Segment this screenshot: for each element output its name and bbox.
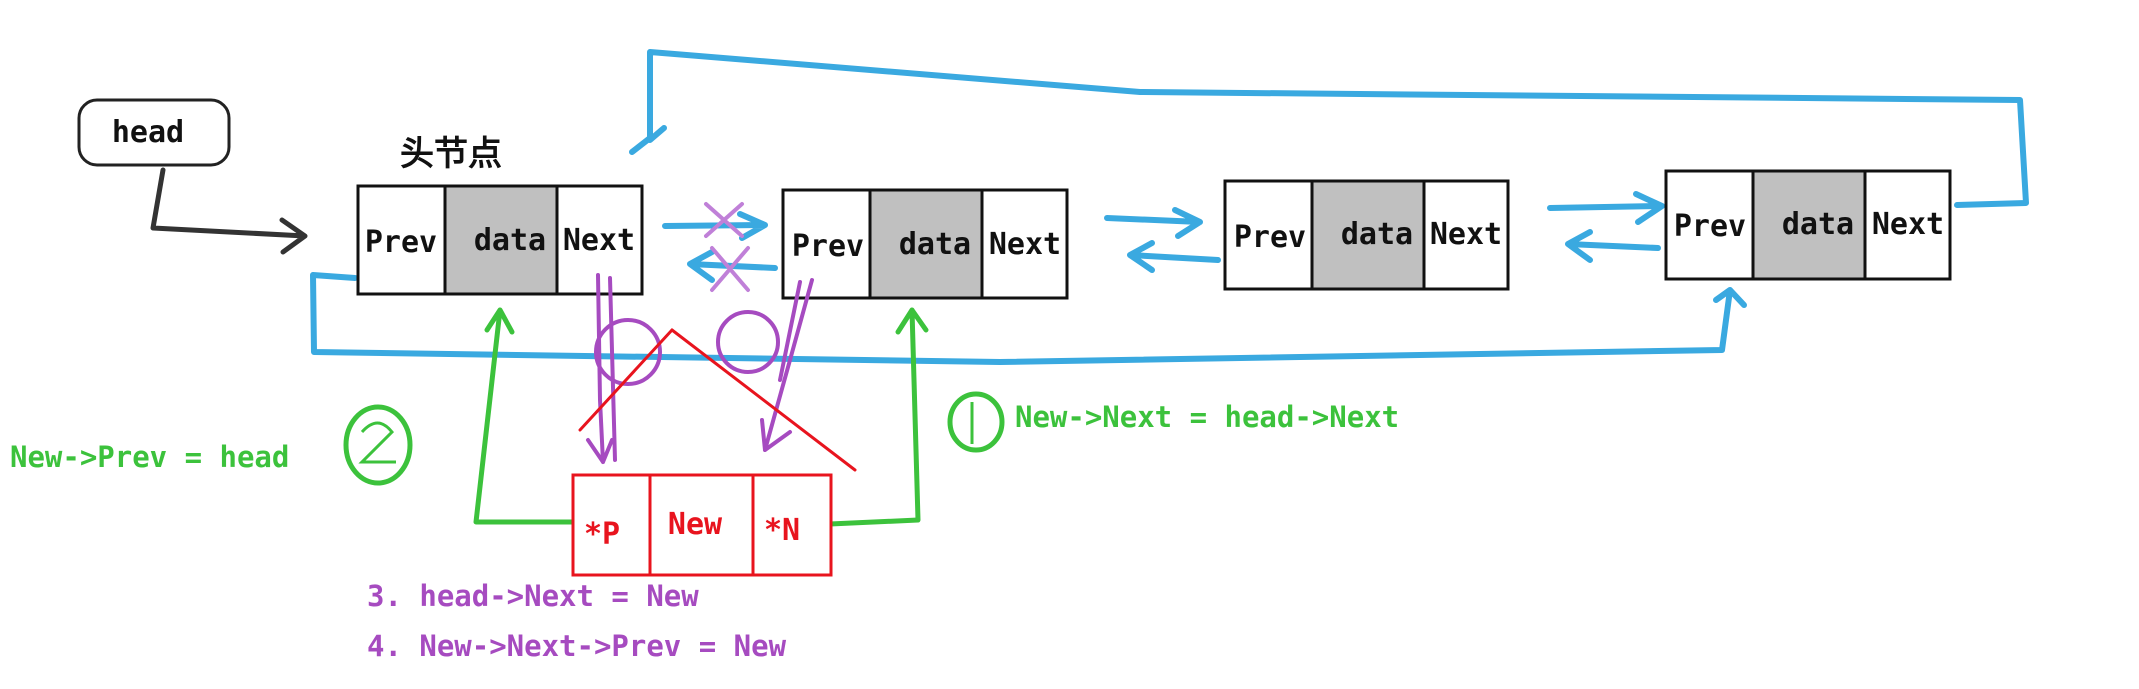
prev-label: Prev: [365, 225, 437, 260]
cross-mark-back: [710, 246, 750, 292]
step3-annotation: 3. head->Next = New: [367, 579, 699, 613]
new-next-arrow: [827, 307, 929, 527]
prev-cell: [356, 184, 447, 296]
red-strike-right: [670, 328, 857, 472]
data-label: data: [899, 227, 971, 262]
next-cell: [1422, 179, 1510, 291]
next-label: Next: [1872, 207, 1944, 242]
next-label: Next: [563, 223, 635, 258]
new-n-label: *N: [764, 513, 800, 548]
next-cell: [980, 188, 1069, 300]
removed-link-marks: [704, 202, 750, 292]
prev-cell: [1223, 179, 1314, 291]
new-n-cell: [751, 473, 833, 577]
next-cell: [1863, 169, 1952, 281]
data-label: data: [1782, 207, 1854, 242]
prev-cell: [1664, 169, 1755, 281]
arrow-n3-n4-fwd: [1547, 191, 1665, 225]
step3-arrow-shadow: [608, 276, 617, 462]
green-links: [343, 307, 1005, 527]
new-node: *P New *N: [571, 473, 833, 577]
prev-label: Prev: [1674, 209, 1746, 244]
head-to-tail-link: [310, 272, 1747, 365]
digit-2-mark: [358, 421, 396, 464]
step4-annotation: 4. New->Next->Prev = New: [367, 629, 787, 663]
data-cell: [443, 184, 559, 296]
green-step-digits: [358, 402, 974, 464]
step1-circle-mark: [947, 391, 1005, 453]
data-cell: [1751, 169, 1867, 281]
new-name-label: New: [668, 507, 723, 542]
step4-arrow-shadow: [778, 280, 802, 382]
head-pointer: head: [77, 98, 308, 255]
data-label: data: [474, 223, 546, 258]
next-label: Next: [989, 227, 1061, 262]
purple-steps: [586, 273, 814, 464]
data-cell: [1310, 179, 1426, 291]
cross-mark-fwd: [704, 202, 744, 238]
step1-annotation: New->Next = head->Next: [1015, 400, 1399, 434]
node-4: Prev data Next: [1664, 169, 1952, 281]
prev-label: Prev: [792, 229, 864, 264]
head-label-box: [77, 98, 231, 167]
step3-circle-mark: [594, 318, 662, 386]
head-label: head: [112, 115, 184, 150]
new-prev-arrow: [473, 307, 575, 525]
step2-annotation: New->Prev = head: [10, 440, 289, 474]
prev-label: Prev: [1234, 220, 1306, 255]
head-arrow: [150, 167, 308, 255]
tail-to-head-link: [629, 49, 2029, 208]
new-p-label: *P: [584, 517, 620, 552]
node-3: Prev data Next: [1223, 179, 1510, 291]
red-strikes: [578, 328, 857, 472]
data-label: data: [1341, 217, 1413, 252]
step2-circle-mark: [343, 404, 413, 486]
step4-circle-mark: [716, 310, 780, 374]
prev-cell: [781, 188, 872, 300]
data-cell: [868, 188, 984, 300]
next-label: Next: [1430, 217, 1502, 252]
arrow-n2-n3-fwd: [1104, 207, 1203, 239]
red-strike-left: [578, 328, 674, 432]
node-2: Prev data Next: [781, 188, 1069, 300]
arrow-n4-n3-back: [1565, 229, 1661, 263]
step3-arrow: [586, 273, 614, 464]
step4-arrow: [760, 278, 814, 452]
arrow-n3-n2-back: [1127, 240, 1221, 273]
head-node-caption: 头节点: [400, 134, 502, 174]
